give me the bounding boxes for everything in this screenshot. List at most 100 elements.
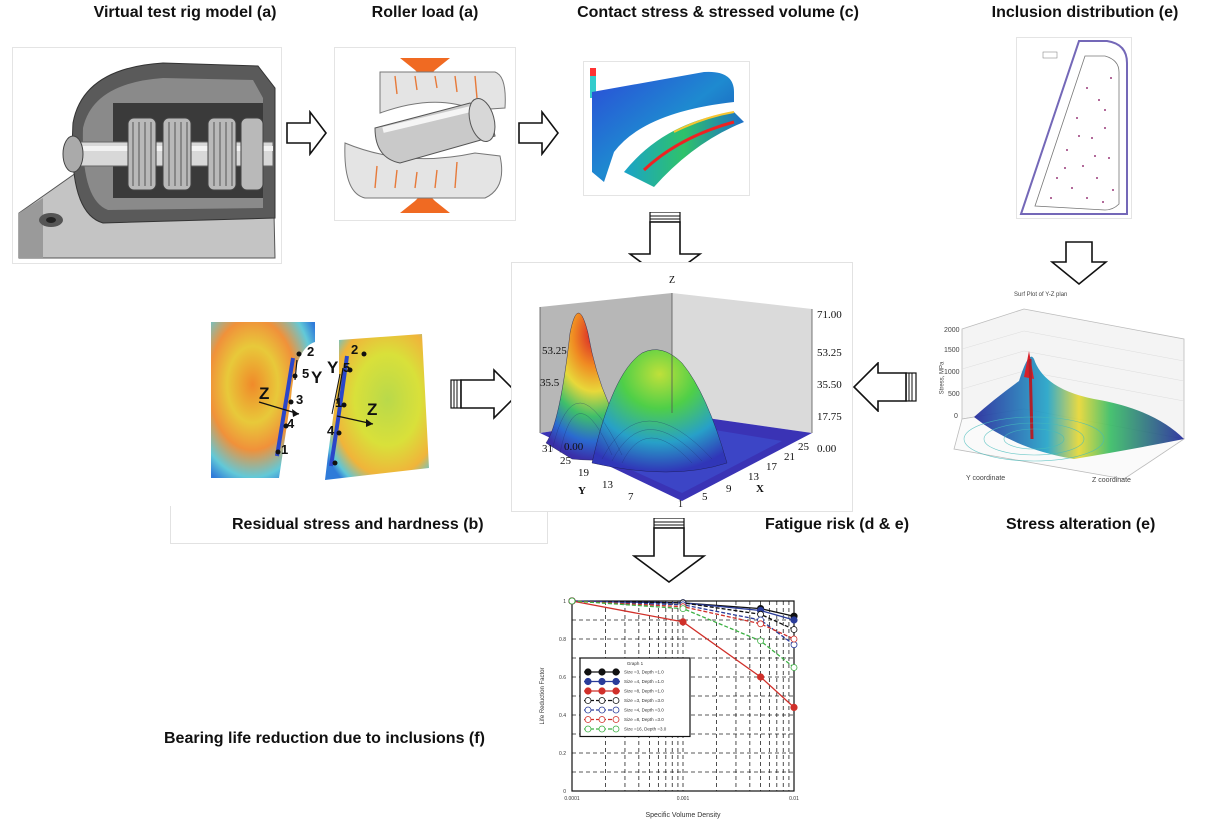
legend-label: Size =3, Depth =1.0 — [624, 670, 664, 675]
data-point — [612, 677, 620, 686]
x-axis-label: X — [756, 483, 764, 495]
stress-z-tick: 1000 — [944, 369, 960, 376]
data-point — [598, 687, 606, 695]
legend-label: Size =8, Depth =3.0 — [624, 717, 664, 722]
right-arrow-icon — [286, 110, 328, 156]
stress-y-label: Y coordinate — [966, 475, 1006, 482]
y-tick: 13 — [602, 479, 613, 491]
legend-label: Size =16, Depth =3.0 — [624, 727, 667, 732]
title-contact-stress: Contact stress & stressed volume (c) — [577, 4, 859, 21]
axis-label-y: Y — [311, 368, 323, 387]
series-line — [571, 600, 795, 640]
data-point — [757, 637, 764, 645]
z-tick: 53.25 — [542, 345, 567, 357]
x-tick: 1 — [678, 499, 683, 510]
point-label: 4 — [287, 416, 295, 431]
data-point — [612, 716, 620, 723]
stress-z-tick: 2000 — [944, 327, 960, 334]
y-tick-label: 0.8 — [559, 637, 566, 643]
y-axis-label: Life Reduction Factor — [540, 667, 546, 724]
data-point — [790, 703, 798, 712]
data-point — [679, 605, 687, 613]
title-virtual-test-rig: Virtual test rig model (a) — [93, 4, 277, 21]
data-point — [598, 677, 606, 686]
series-line — [571, 600, 795, 708]
inclusion-distribution-image — [1016, 37, 1132, 219]
contact-stress-image — [583, 61, 750, 196]
point-label: 1 — [281, 442, 289, 457]
point-label: 2 — [351, 342, 359, 357]
y-tick: 7 — [628, 491, 634, 503]
y-tick-label: 0.6 — [559, 675, 566, 681]
x-tick: 5 — [702, 491, 708, 503]
y-tick-label: 0.2 — [559, 751, 566, 757]
series-line — [571, 600, 795, 646]
z-tick: 0.00 — [817, 443, 837, 455]
title-stress-alteration: Stress alteration (e) — [1006, 516, 1156, 533]
x-axis-label: Specific Volume Density — [645, 812, 721, 819]
data-point — [584, 668, 592, 676]
test-rig-image — [12, 47, 282, 264]
y-tick: 25 — [560, 455, 571, 467]
data-point — [757, 610, 764, 618]
y-tick-label: 0.4 — [559, 713, 566, 719]
left-arrow-icon — [852, 362, 917, 412]
x-tick: 17 — [766, 461, 777, 473]
y-tick-label: 1 — [563, 599, 566, 605]
x-tick: 13 — [748, 471, 759, 483]
legend-label: Size =3, Depth =3.0 — [624, 698, 664, 703]
y-tick-label: 0 — [563, 789, 566, 795]
x-tick: 25 — [798, 441, 809, 453]
data-point — [598, 668, 606, 676]
axis-label-z: Z — [259, 384, 270, 403]
data-point — [612, 668, 620, 676]
y-tick: 19 — [578, 467, 589, 479]
stress-z-tick: 0 — [954, 413, 958, 420]
data-point — [584, 706, 592, 714]
legend-label: Size =4, Depth =1.0 — [624, 679, 664, 684]
data-point — [584, 677, 592, 686]
x-tick-label: 0.001 — [677, 796, 690, 802]
legend-label: Size =4, Depth =3.0 — [624, 708, 664, 713]
title-residual-stress: Residual stress and hardness (b) — [232, 516, 484, 533]
data-point — [612, 725, 620, 733]
data-point — [790, 616, 798, 624]
data-point — [584, 716, 592, 723]
legend-title: Graph 1 — [627, 661, 644, 666]
residual-label-frame — [170, 506, 548, 544]
right-arrow-icon — [518, 110, 560, 156]
residual-stress-image: 2 5 3 4 1 2 5 1 4 Y Y Z Z — [207, 318, 435, 484]
data-point — [598, 706, 606, 714]
stress-alteration-image: Surf Plot of Y-Z plan 2000 1500 1000 500… — [934, 289, 1204, 491]
series-line — [571, 600, 795, 631]
title-bearing-life: Bearing life reduction due to inclusions… — [164, 730, 485, 747]
stress-z-tick: 500 — [948, 391, 960, 398]
legend-box — [579, 657, 691, 738]
fatigue-risk-surface: Z 71.00 53.25 35.50 17.75 0.00 53.25 35.… — [511, 262, 853, 512]
point-label: 5 — [343, 360, 351, 375]
down-arrow-icon — [632, 518, 707, 583]
x-tick: 21 — [784, 451, 795, 463]
y-axis-label: Y — [578, 485, 586, 497]
title-roller-load: Roller load (a) — [371, 4, 479, 21]
data-point — [756, 673, 765, 681]
data-point — [790, 635, 798, 643]
data-point — [584, 725, 592, 733]
y-tick: 31 — [542, 443, 553, 455]
axis-label-z: Z — [367, 400, 378, 419]
data-point — [790, 664, 798, 671]
point-label: 5 — [302, 366, 310, 381]
data-point — [612, 687, 620, 695]
data-point — [568, 597, 576, 605]
x-tick-label: 0.0001 — [564, 796, 580, 802]
stress-z-tick: 1500 — [944, 347, 960, 354]
down-arrow-icon — [1050, 241, 1108, 286]
legend-label: Size =8, Depth =1.0 — [624, 689, 664, 694]
data-point — [598, 697, 606, 704]
series-line — [571, 600, 795, 669]
point-label: 2 — [307, 344, 315, 359]
point-label: 3 — [296, 392, 304, 407]
z-tick: 53.25 — [817, 347, 842, 359]
x-tick-label: 0.01 — [789, 796, 799, 802]
